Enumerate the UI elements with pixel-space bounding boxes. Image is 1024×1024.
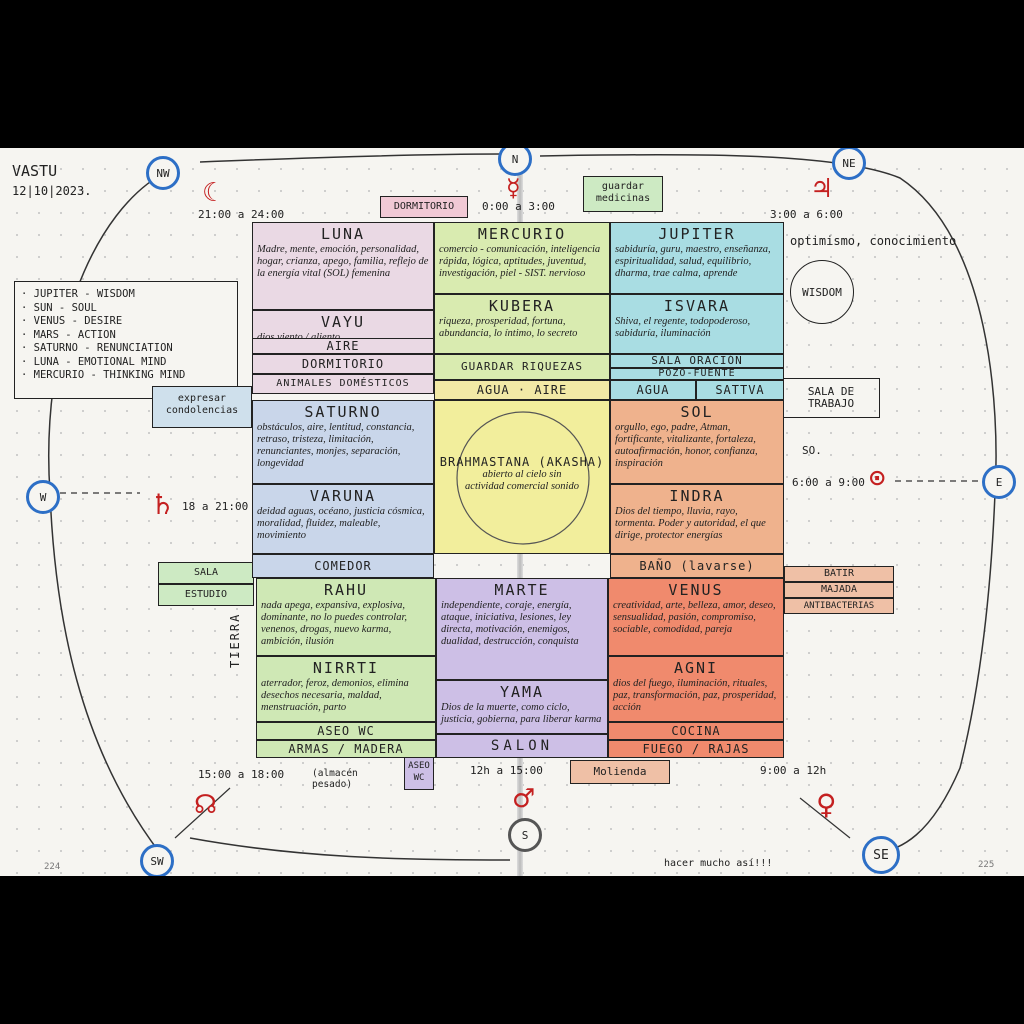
strip-comedor: COMEDOR (252, 554, 434, 578)
cell-yama: YAMA Dios de la muerte, como ciclo, just… (436, 680, 608, 734)
brahmastana-circle (456, 411, 590, 545)
sun-icon: ⊙ (868, 466, 887, 491)
label-wisdom: WISDOM (790, 260, 854, 324)
direction-nw: NW (146, 156, 180, 190)
label-so: SO. (802, 444, 822, 457)
strip-agua: AGUA (610, 380, 696, 400)
cell-sol: SOL orgullo, ego, padre, Atman, fortific… (610, 400, 784, 484)
time-sw: 15:00 a 18:00 (198, 768, 285, 781)
direction-s: S (508, 818, 542, 852)
legend-item: · MERCURIO - THINKING MIND (21, 369, 186, 381)
time-sw-note: (almacén pesado) (312, 768, 358, 790)
legend-item: · VENUS - DESIRE (21, 315, 123, 327)
cell-jupiter: JUPITER sabiduría, guru, maestro, enseña… (610, 222, 784, 294)
cell-venus: VENUS creatividad, arte, belleza, amor, … (608, 578, 784, 656)
strip-sala-oracion: SALA ORACIÓN (610, 354, 784, 368)
strip-agua-aire: AGUA · AIRE (434, 380, 610, 400)
saturn-icon: ♄ (150, 488, 176, 521)
direction-n: N (498, 148, 532, 176)
strip-salon: SALON (436, 734, 608, 758)
cell-brahmastana: BRAHMASTANA (AKASHA) abierto al cielo si… (434, 400, 610, 554)
notebook-page: VASTU 12|10|2023. NW N NE W E SW S SE ☾ … (0, 148, 1024, 876)
strip-sattva: SATTVA (696, 380, 784, 400)
cell-isvara: ISVARA Shiva, el regente, todopoderoso, … (610, 294, 784, 354)
legend-item: · JUPITER - WISDOM (21, 288, 135, 300)
cell-nirrti: NIRRTI aterrador, feroz, demonios, elimi… (256, 656, 436, 722)
strip-cocina: COCINA (608, 722, 784, 740)
venus-icon: ♀ (816, 788, 837, 821)
strip-bano: BAÑO (lavarse) (610, 554, 784, 578)
planet-legend: · JUPITER - WISDOM · SUN - SOUL · VENUS … (14, 281, 238, 399)
cell-marte: MARTE independiente, coraje, energía, at… (436, 578, 608, 680)
cell-mercurio: MERCURIO comercio - comunicación, inteli… (434, 222, 610, 294)
label-tierra: TIERRA (228, 612, 242, 668)
outer-boundary-loop (48, 153, 997, 861)
jupiter-icon: ♃ (810, 174, 834, 204)
strip-aseo-wc: ASEO WC (256, 722, 436, 740)
label-dormitorio-top: DORMITORIO (380, 196, 468, 218)
direction-se: SE (862, 836, 900, 874)
label-sala-trabajo: SALA DE TRABAJO (782, 378, 880, 418)
time-w: 18 a 21:00 (182, 500, 249, 513)
rahu-icon: ☊ (194, 790, 218, 820)
label-estudio: ESTUDIO (158, 584, 254, 606)
legend-item: · LUNA - EMOTIONAL MIND (21, 355, 167, 368)
direction-sw: SW (140, 844, 174, 876)
label-majada: MAJADA (784, 582, 894, 598)
label-batir: BATIR (784, 566, 894, 582)
legend-item: · SUN - SOUL (21, 301, 97, 314)
strip-guardar-riquezas: GUARDAR RIQUEZAS (434, 354, 610, 380)
cell-varuna: VARUNA deidad aguas, océano, justicia có… (252, 484, 434, 554)
page-number-left: 224 (44, 862, 61, 872)
time-e: 6:00 a 9:00 (792, 476, 865, 489)
strip-armas-madera: ARMAS / MADERA (256, 740, 436, 758)
cell-agni: AGNI dios del fuego, iluminación, ritual… (608, 656, 784, 722)
strip-animales: ANIMALES DOMÉSTICOS (252, 374, 434, 394)
page-number-right: 225 (978, 860, 995, 870)
strip-dormitorio: DORMITORIO (252, 354, 434, 374)
strip-fuego-rajas: FUEGO / RAJAS (608, 740, 784, 758)
time-s: 12h a 15:00 (470, 764, 543, 777)
mercury-icon: ☿ (506, 174, 521, 202)
page-date: 12|10|2023. (12, 184, 92, 198)
label-antibacterias: ANTIBACTERIAS (784, 598, 894, 614)
cell-luna: LUNA Madre, mente, emoción, personalidad… (252, 222, 434, 310)
legend-item: · MARS - ACTION (21, 328, 116, 341)
cell-saturno: SATURNO obstáculos, aire, lentitud, cons… (252, 400, 434, 484)
cell-indra: INDRA Dios del tiempo, lluvia, rayo, tor… (610, 484, 784, 554)
page-title: VASTU (12, 162, 58, 180)
mars-icon: ♂ (512, 784, 536, 814)
label-molienda: Molienda (570, 760, 670, 784)
direction-e: E (982, 465, 1016, 499)
label-guardar-medicinas: guardar medicinas (583, 176, 663, 212)
cell-rahu: RAHU nada apega, expansiva, explosiva, d… (256, 578, 436, 656)
label-aseo-wc-small: ASEO WC (404, 756, 434, 790)
label-hacer-mucho: hacer mucho así!!! (664, 858, 773, 869)
strip-aire: AIRE (252, 338, 434, 354)
time-ne: 3:00 a 6:00 (770, 208, 843, 221)
legend-item: · SATURNO - RENUNCIATION (21, 342, 173, 354)
cell-kubera: KUBERA riqueza, prosperidad, fortuna, ab… (434, 294, 610, 354)
label-expresar: expresar condolencias (152, 386, 252, 428)
label-optimismo: optimismo, conocimiento (790, 234, 957, 248)
direction-w: W (26, 480, 60, 514)
label-sala: SALA (158, 562, 254, 584)
direction-ne: NE (832, 148, 866, 180)
moon-icon: ☾ (202, 178, 226, 208)
strip-pozo-fuente: POZO-FUENTE (610, 368, 784, 380)
time-nw: 21:00 a 24:00 (198, 208, 285, 221)
time-se: 9:00 a 12h (760, 764, 827, 777)
time-n: 0:00 a 3:00 (482, 200, 555, 213)
